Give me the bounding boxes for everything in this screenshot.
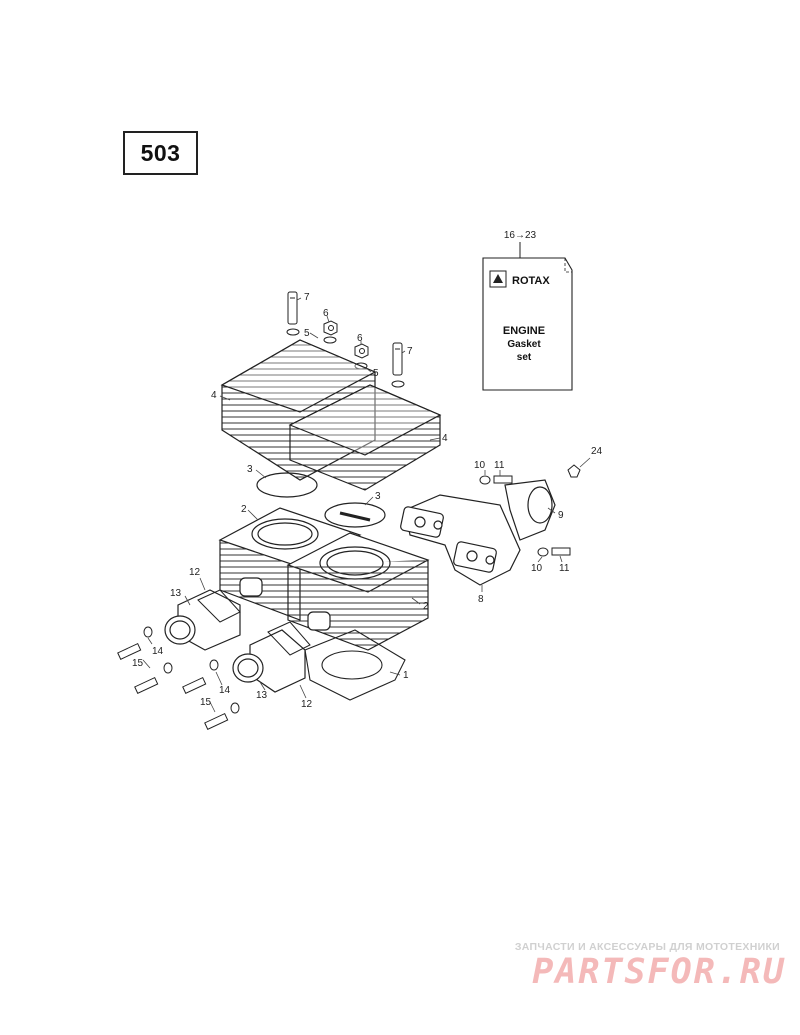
callout-24: 24	[591, 446, 603, 457]
callout-3: 3	[375, 491, 381, 502]
cylinder-part-2	[218, 507, 430, 651]
leader-lines	[142, 297, 591, 713]
rubber-flange-part-12	[197, 589, 311, 656]
watermark-tagline: ЗАПЧАСТИ И АКСЕССУАРЫ ДЛЯ МОТОТЕХНИКИ	[514, 941, 780, 953]
exhaust-socket-part-9	[504, 479, 556, 541]
nut-washer-parts	[286, 320, 405, 388]
callout-4: 4	[442, 433, 448, 444]
bolt-washer-parts-14-15	[117, 626, 240, 730]
callout-2: 2	[423, 601, 429, 612]
callout-8: 8	[478, 594, 484, 605]
callout-14: 14	[219, 685, 231, 696]
cylinder-head-part-4	[220, 339, 442, 491]
callout-12: 12	[189, 567, 201, 578]
callout-14: 14	[152, 646, 164, 657]
callout-1: 1	[403, 670, 409, 681]
callout-6: 6	[357, 333, 363, 344]
callout-5: 5	[373, 368, 379, 379]
kit-line-3: set	[517, 352, 532, 363]
base-gasket-part-1	[304, 629, 406, 701]
model-label-box: 503	[123, 131, 198, 175]
callout-7: 7	[304, 292, 310, 303]
callout-2: 2	[241, 504, 247, 515]
watermark-logo: PARTSFOR.RU	[532, 952, 786, 992]
callout-4: 4	[211, 390, 217, 401]
callout-3: 3	[247, 464, 253, 475]
callout-5: 5	[304, 328, 310, 339]
kit-line-2: Gasket	[507, 339, 541, 350]
callout-15: 15	[132, 658, 144, 669]
callout-10: 10	[474, 460, 486, 471]
exhaust-manifold-part-8	[400, 494, 521, 586]
screw-washer-parts-10-11	[479, 464, 581, 557]
callout-11: 11	[494, 460, 505, 471]
intake-socket-part-13	[164, 589, 306, 693]
callout-13: 13	[170, 588, 182, 599]
callout-12: 12	[301, 699, 313, 710]
callout-10: 10	[531, 563, 543, 574]
callout-6: 6	[323, 308, 329, 319]
stud-part-7	[287, 291, 403, 376]
kit-line-1: ENGINE	[503, 325, 545, 337]
callout-7: 7	[407, 346, 413, 357]
callout-9: 9	[558, 510, 564, 521]
kit-brand: ROTAX	[512, 275, 550, 287]
gasket-kit: ROTAX ENGINE Gasket set 16→23	[482, 230, 573, 391]
kit-range-label: 16→23	[504, 230, 537, 241]
callout-15: 15	[200, 697, 212, 708]
callout-13: 13	[256, 690, 268, 701]
callout-11: 11	[559, 563, 570, 574]
model-label: 503	[140, 139, 181, 166]
head-gasket-part-3	[256, 472, 386, 528]
callout-labels: 7 6 5 6 7 5 4 4 3 3 2 2 1 24 10 11 9 10 …	[132, 292, 603, 710]
